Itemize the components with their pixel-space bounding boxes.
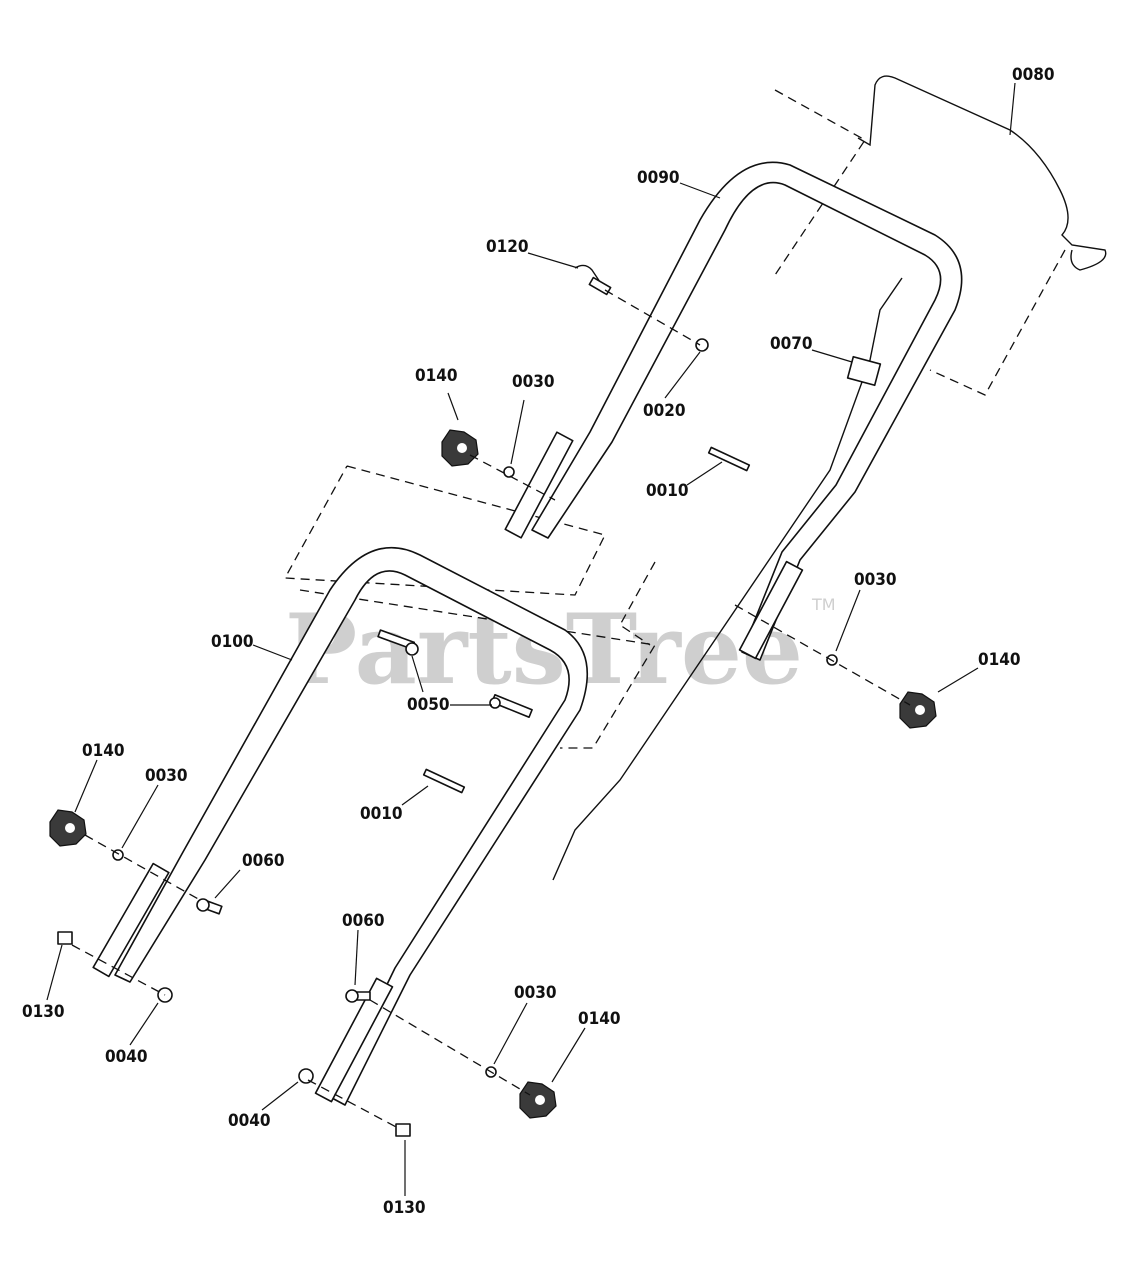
callout-0060: 0060 bbox=[342, 911, 385, 931]
knob-0140-upper bbox=[441, 429, 479, 467]
nut-0020 bbox=[695, 338, 709, 352]
knob-0140-left bbox=[49, 809, 87, 847]
callout-0040: 0040 bbox=[105, 1047, 148, 1067]
assembly-line-0080-right bbox=[929, 249, 1066, 396]
callout-0140: 0140 bbox=[82, 741, 125, 761]
upper-handle-0090 bbox=[504, 161, 963, 661]
callout-0080: 0080 bbox=[1012, 65, 1055, 85]
nut-0040-right bbox=[298, 1068, 314, 1084]
callout-0140: 0140 bbox=[415, 366, 458, 386]
lower-handle-0100 bbox=[92, 546, 588, 1106]
callout-0030: 0030 bbox=[145, 766, 188, 786]
assembly-line-upper-box bbox=[283, 465, 606, 596]
washer-0030-upper bbox=[503, 466, 515, 478]
knob-0140-lower bbox=[519, 1081, 557, 1119]
control-bar-0080 bbox=[857, 75, 1107, 271]
knob-0140-right bbox=[899, 691, 937, 729]
callout-0130: 0130 bbox=[383, 1198, 426, 1218]
callout-0050: 0050 bbox=[407, 695, 450, 715]
bolt-0050-lower bbox=[489, 693, 533, 719]
callout-0030: 0030 bbox=[514, 983, 557, 1003]
callout-0140: 0140 bbox=[578, 1009, 621, 1029]
bolt-0050-upper bbox=[377, 629, 419, 656]
callout-0020: 0020 bbox=[643, 401, 686, 421]
callout-0100: 0100 bbox=[211, 632, 254, 652]
callout-0120: 0120 bbox=[486, 237, 529, 257]
cable-clip bbox=[846, 355, 882, 387]
bolt-0130-right bbox=[395, 1123, 411, 1137]
alignment-dashes bbox=[604, 289, 701, 346]
watermark-trademark: TM bbox=[811, 595, 836, 614]
callout-0060: 0060 bbox=[242, 851, 285, 871]
leader-lines bbox=[46, 82, 1016, 1196]
callout-0030: 0030 bbox=[854, 570, 897, 590]
callout-0130: 0130 bbox=[22, 1002, 65, 1022]
callout-0140: 0140 bbox=[978, 650, 1021, 670]
callout-0030: 0030 bbox=[512, 372, 555, 392]
bolt-0060-right bbox=[345, 989, 371, 1003]
callout-0090: 0090 bbox=[637, 168, 680, 188]
bolt-0010-upper bbox=[707, 446, 751, 472]
bolt-0130-left bbox=[57, 931, 73, 945]
callout-0040: 0040 bbox=[228, 1111, 271, 1131]
assembly-line-right-box bbox=[619, 561, 656, 646]
assembly-line-0080 bbox=[774, 89, 866, 276]
callout-0070: 0070 bbox=[770, 334, 813, 354]
watermark-brand: PartsTree bbox=[285, 593, 803, 706]
control-cable-0070 bbox=[552, 277, 903, 881]
assembly-line-lower-box bbox=[299, 589, 657, 749]
bolt-0060-left bbox=[196, 898, 223, 915]
callout-0010: 0010 bbox=[646, 481, 689, 501]
bolt-0010-lower bbox=[422, 768, 466, 794]
callout-0010: 0010 bbox=[360, 804, 403, 824]
